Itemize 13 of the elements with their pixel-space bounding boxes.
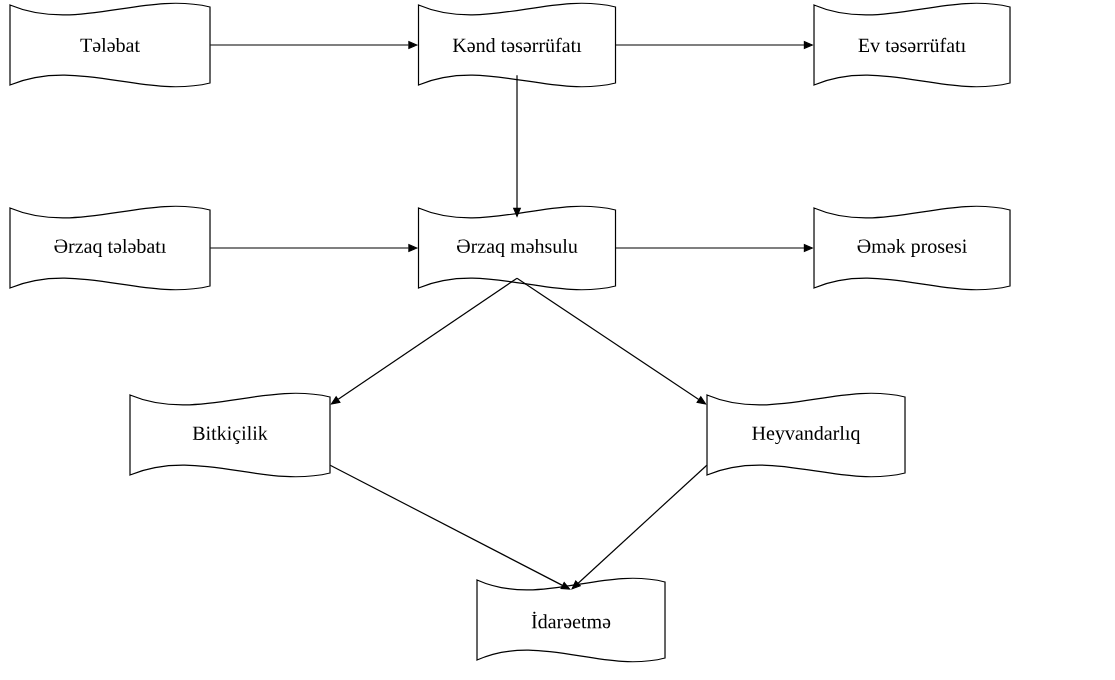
arrow — [516, 277, 707, 405]
arrow — [571, 464, 708, 590]
document-box: Heyvandarlıq — [706, 392, 906, 478]
document-box: Ev təsərrüfatı — [813, 2, 1011, 88]
document-box: İdarəetmə — [476, 577, 666, 663]
arrow — [329, 464, 571, 590]
document-box: Bitkiçilik — [129, 392, 331, 478]
document-box: Tələbat — [9, 2, 211, 88]
arrow — [330, 277, 518, 405]
document-box: Kənd təsərrüfatı — [417, 2, 617, 88]
document-box: Ərzaq tələbatı — [9, 205, 211, 291]
document-box: Əmək prosesi — [813, 205, 1011, 291]
document-box: Ərzaq məhsulu — [417, 205, 617, 291]
